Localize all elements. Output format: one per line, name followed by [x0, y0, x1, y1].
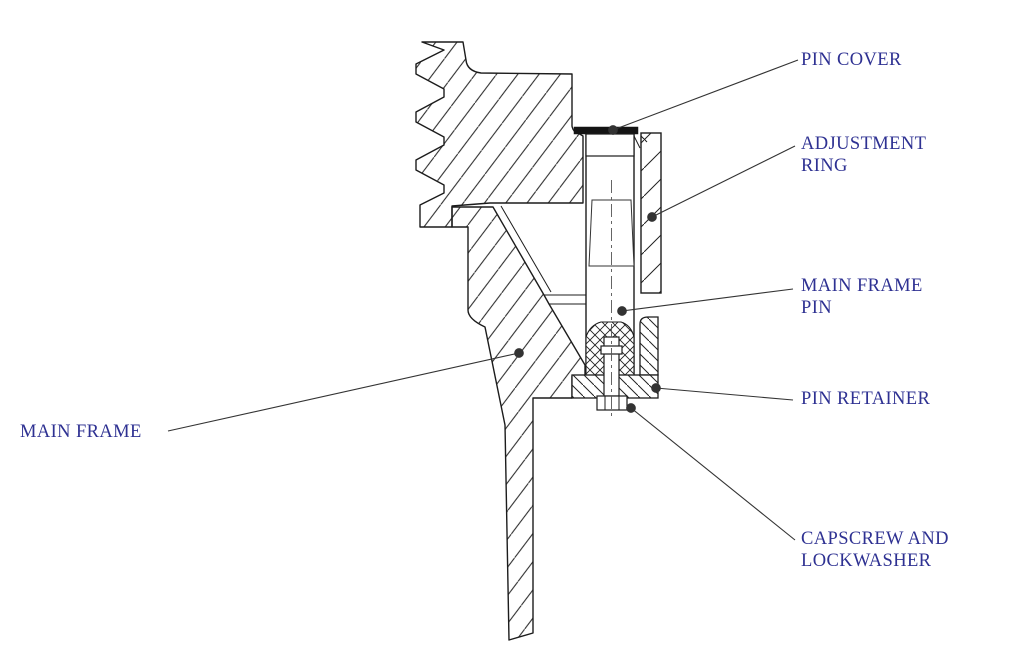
main-frame-upper-body [415, 41, 584, 228]
label-main-frame-pin: MAIN FRAME PIN [801, 276, 923, 318]
main-frame-lower-body [451, 206, 586, 641]
label-adjustment-ring: ADJUSTMENT RING [801, 134, 927, 176]
leader-main-frame [167, 348, 524, 432]
capscrew-head [596, 395, 628, 411]
leader-pin-cover [608, 59, 799, 135]
adjustment-ring-chamfer [640, 135, 648, 143]
label-pin-retainer: PIN RETAINER [801, 389, 931, 409]
seat-liner-line [500, 205, 552, 293]
leader-capscrew [626, 403, 796, 541]
pin-cover-plate [573, 126, 639, 135]
leader-pin-retainer [651, 383, 794, 401]
pin-top-chamfer [633, 135, 641, 149]
label-main-frame: MAIN FRAME [20, 422, 142, 442]
label-pin-cover: PIN COVER [801, 50, 902, 70]
pin-top-band [585, 133, 635, 157]
leader-main-frame-pin [617, 288, 794, 316]
label-capscrew-lockwasher: CAPSCREW AND LOCKWASHER [801, 529, 949, 571]
leader-adjustment-ring [647, 145, 796, 222]
